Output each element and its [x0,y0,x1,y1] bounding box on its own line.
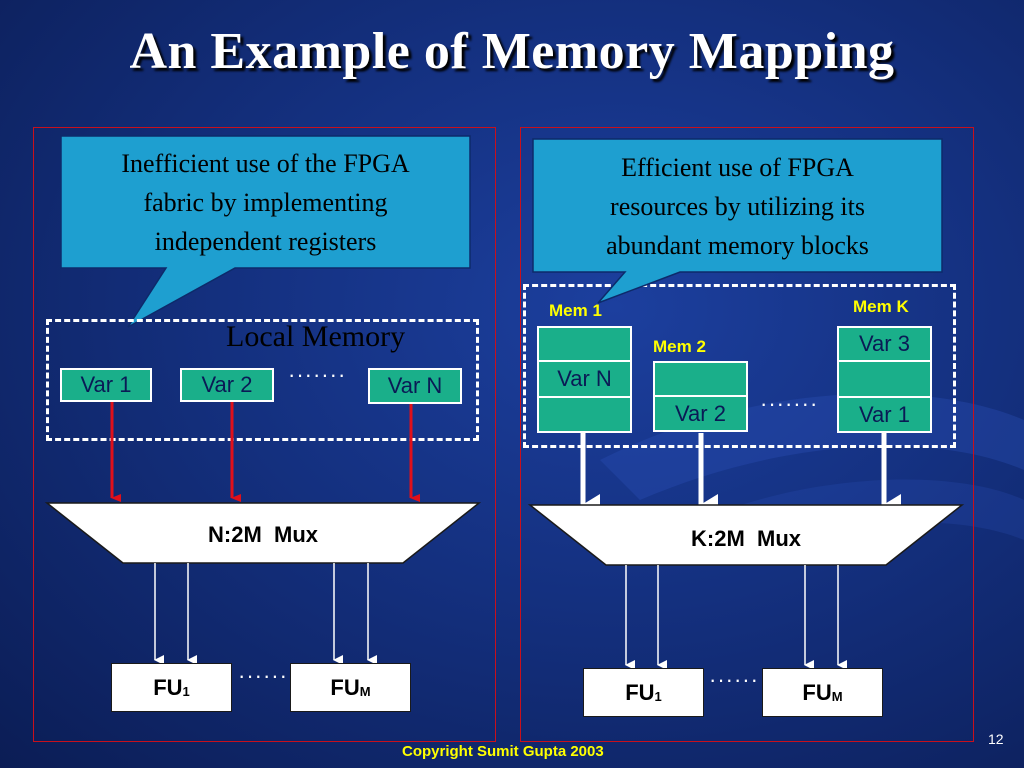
right-callout-line-2: resources by utilizing its [610,192,865,221]
right-fu-m-label: FU [802,679,832,705]
right-mux-label: K:2M Mux [691,526,801,551]
right-fu-1-sub: 1 [654,689,662,704]
mem-1-label: Mem 1 [549,301,602,320]
mem-1-cell-1 [537,326,632,362]
left-callout-line-1: Inefficient use of the FPGA [121,149,410,178]
right-panel [520,127,974,742]
right-fu-1-label: FU [625,679,655,705]
left-vars-ellipsis: ······· [288,362,347,387]
mem-k-label: Mem K [853,297,909,316]
right-callout-text: Efficient use of FPGA resources by utili… [533,148,942,265]
slide-number: 12 [988,731,1004,747]
right-callout-line-3: abundant memory blocks [606,231,869,260]
left-callout-line-3: independent registers [154,227,377,256]
left-var-1: Var 1 [60,368,152,402]
mem-k-cell-2 [837,360,932,398]
left-fu-1-label: FU [153,674,183,700]
left-fu-m-sub: M [359,684,371,699]
right-callout-line-1: Efficient use of FPGA [621,153,854,182]
mem-1-cell-2: Var N [537,360,632,398]
mem-k-cell-1: Var 3 [837,326,932,362]
mem-1-cell-3 [537,396,632,433]
mem-2-cell-1 [653,361,748,397]
memory-blocks-region [523,284,956,448]
left-panel [33,127,496,742]
left-mux-label: N:2M Mux [208,522,318,547]
left-mux-shape [44,502,482,564]
local-memory-region [46,319,479,441]
right-fu-m-sub: M [831,689,843,704]
left-var-2: Var 2 [180,368,274,402]
local-memory-label: Local Memory [226,320,406,353]
mem-2-label: Mem 2 [653,337,706,356]
right-fu-ellipsis: ······ [709,667,759,692]
left-fu-ellipsis: ······ [238,663,288,688]
left-callout-text: Inefficient use of the FPGA fabric by im… [61,144,470,261]
left-fu-1-sub: 1 [182,684,190,699]
left-callout-line-2: fabric by implementing [143,188,388,217]
mem-ellipsis: ······· [760,391,819,416]
copyright-footer: Copyright Sumit Gupta 2003 [402,743,604,760]
mem-2-cell-2: Var 2 [653,395,748,432]
left-fu-m-label: FU [330,674,360,700]
mem-k-cell-3: Var 1 [837,396,932,433]
left-var-n: Var N [368,368,462,404]
slide-title: An Example of Memory Mapping [129,23,895,80]
right-mux-shape [527,504,965,566]
